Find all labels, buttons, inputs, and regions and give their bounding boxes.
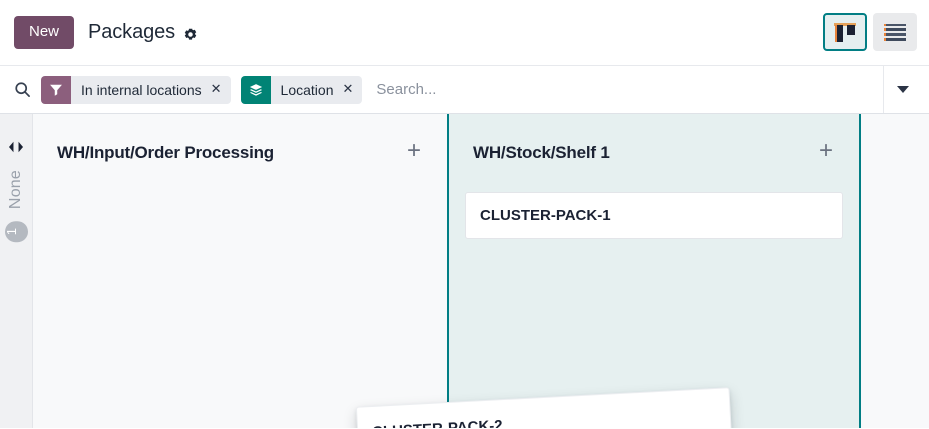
kanban-column-title: WH/Input/Order Processing (57, 143, 274, 162)
search-facet-groupby[interactable]: Location ✕ (240, 75, 363, 104)
search-input[interactable] (372, 81, 883, 98)
list-icon (884, 23, 906, 41)
new-button[interactable]: New (14, 16, 75, 49)
view-switcher-list[interactable] (873, 13, 917, 51)
control-panel: New Packages (0, 0, 929, 65)
search-dropdown-toggle[interactable] (883, 66, 921, 113)
search-facet-filter-label: In internal locations (81, 81, 202, 98)
search-facet-groupby-label: Location (280, 81, 334, 98)
filter-icon (41, 75, 71, 104)
search-icon[interactable] (14, 81, 31, 98)
search-facet-filter-body: In internal locations ✕ (71, 75, 231, 104)
view-switcher-kanban[interactable] (823, 13, 867, 51)
breadcrumb: Packages (88, 21, 198, 44)
search-bar: In internal locations ✕ Location ✕ (0, 65, 929, 114)
kanban-column-header: WH/Stock/Shelf 1 + (465, 114, 843, 192)
arrows-left-right-icon[interactable] (7, 140, 25, 154)
kanban-column-folded-title: None (7, 170, 24, 210)
search-facet-groupby-body: Location ✕ (270, 75, 363, 104)
kanban-column-title: WH/Stock/Shelf 1 (473, 143, 610, 162)
kanban-icon (834, 22, 856, 42)
kanban-column-wh-input-order-processing[interactable]: WH/Input/Order Processing + (33, 114, 447, 428)
gear-icon[interactable] (183, 27, 198, 42)
search-facet-filter[interactable]: In internal locations ✕ (41, 75, 231, 104)
kanban-column-folded-none[interactable]: None 1 (0, 114, 33, 428)
view-switcher (823, 13, 917, 51)
chevron-down-icon (896, 86, 909, 93)
kanban-column-wh-stock-shelf-1[interactable]: WH/Stock/Shelf 1 + CLUSTER-PACK-1 (447, 114, 861, 428)
kanban-card-cluster-pack-1[interactable]: CLUSTER-PACK-1 (465, 192, 843, 239)
layers-icon (240, 75, 271, 104)
search-facet-groupby-remove[interactable]: ✕ (342, 81, 354, 96)
kanban-view: None 1 WH/Input/Order Processing + WH/St… (0, 114, 929, 428)
page-title: Packages (88, 21, 176, 43)
kanban-column-folded-count: 1 (4, 221, 28, 243)
kanban-column-add-button[interactable]: + (406, 137, 421, 164)
search-facet-filter-remove[interactable]: ✕ (210, 81, 222, 96)
kanban-column-add-button[interactable]: + (818, 137, 833, 164)
kanban-column-header: WH/Input/Order Processing + (49, 114, 431, 192)
